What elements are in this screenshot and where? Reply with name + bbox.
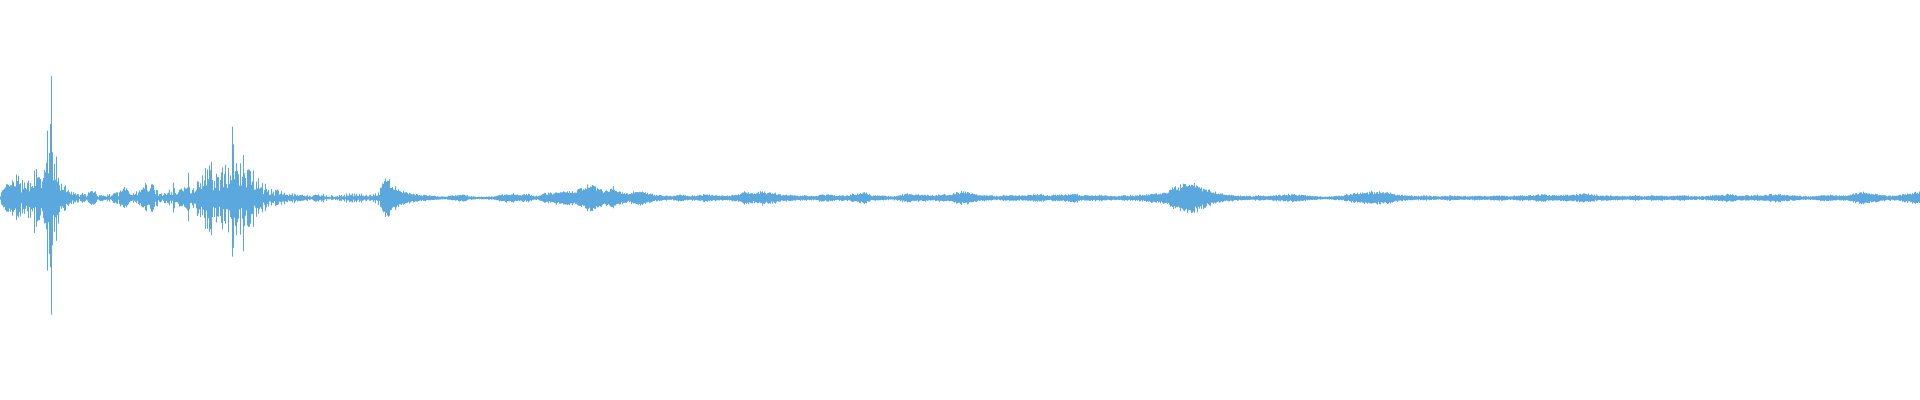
waveform-samples bbox=[0, 76, 1920, 315]
waveform-path bbox=[0, 76, 1920, 315]
